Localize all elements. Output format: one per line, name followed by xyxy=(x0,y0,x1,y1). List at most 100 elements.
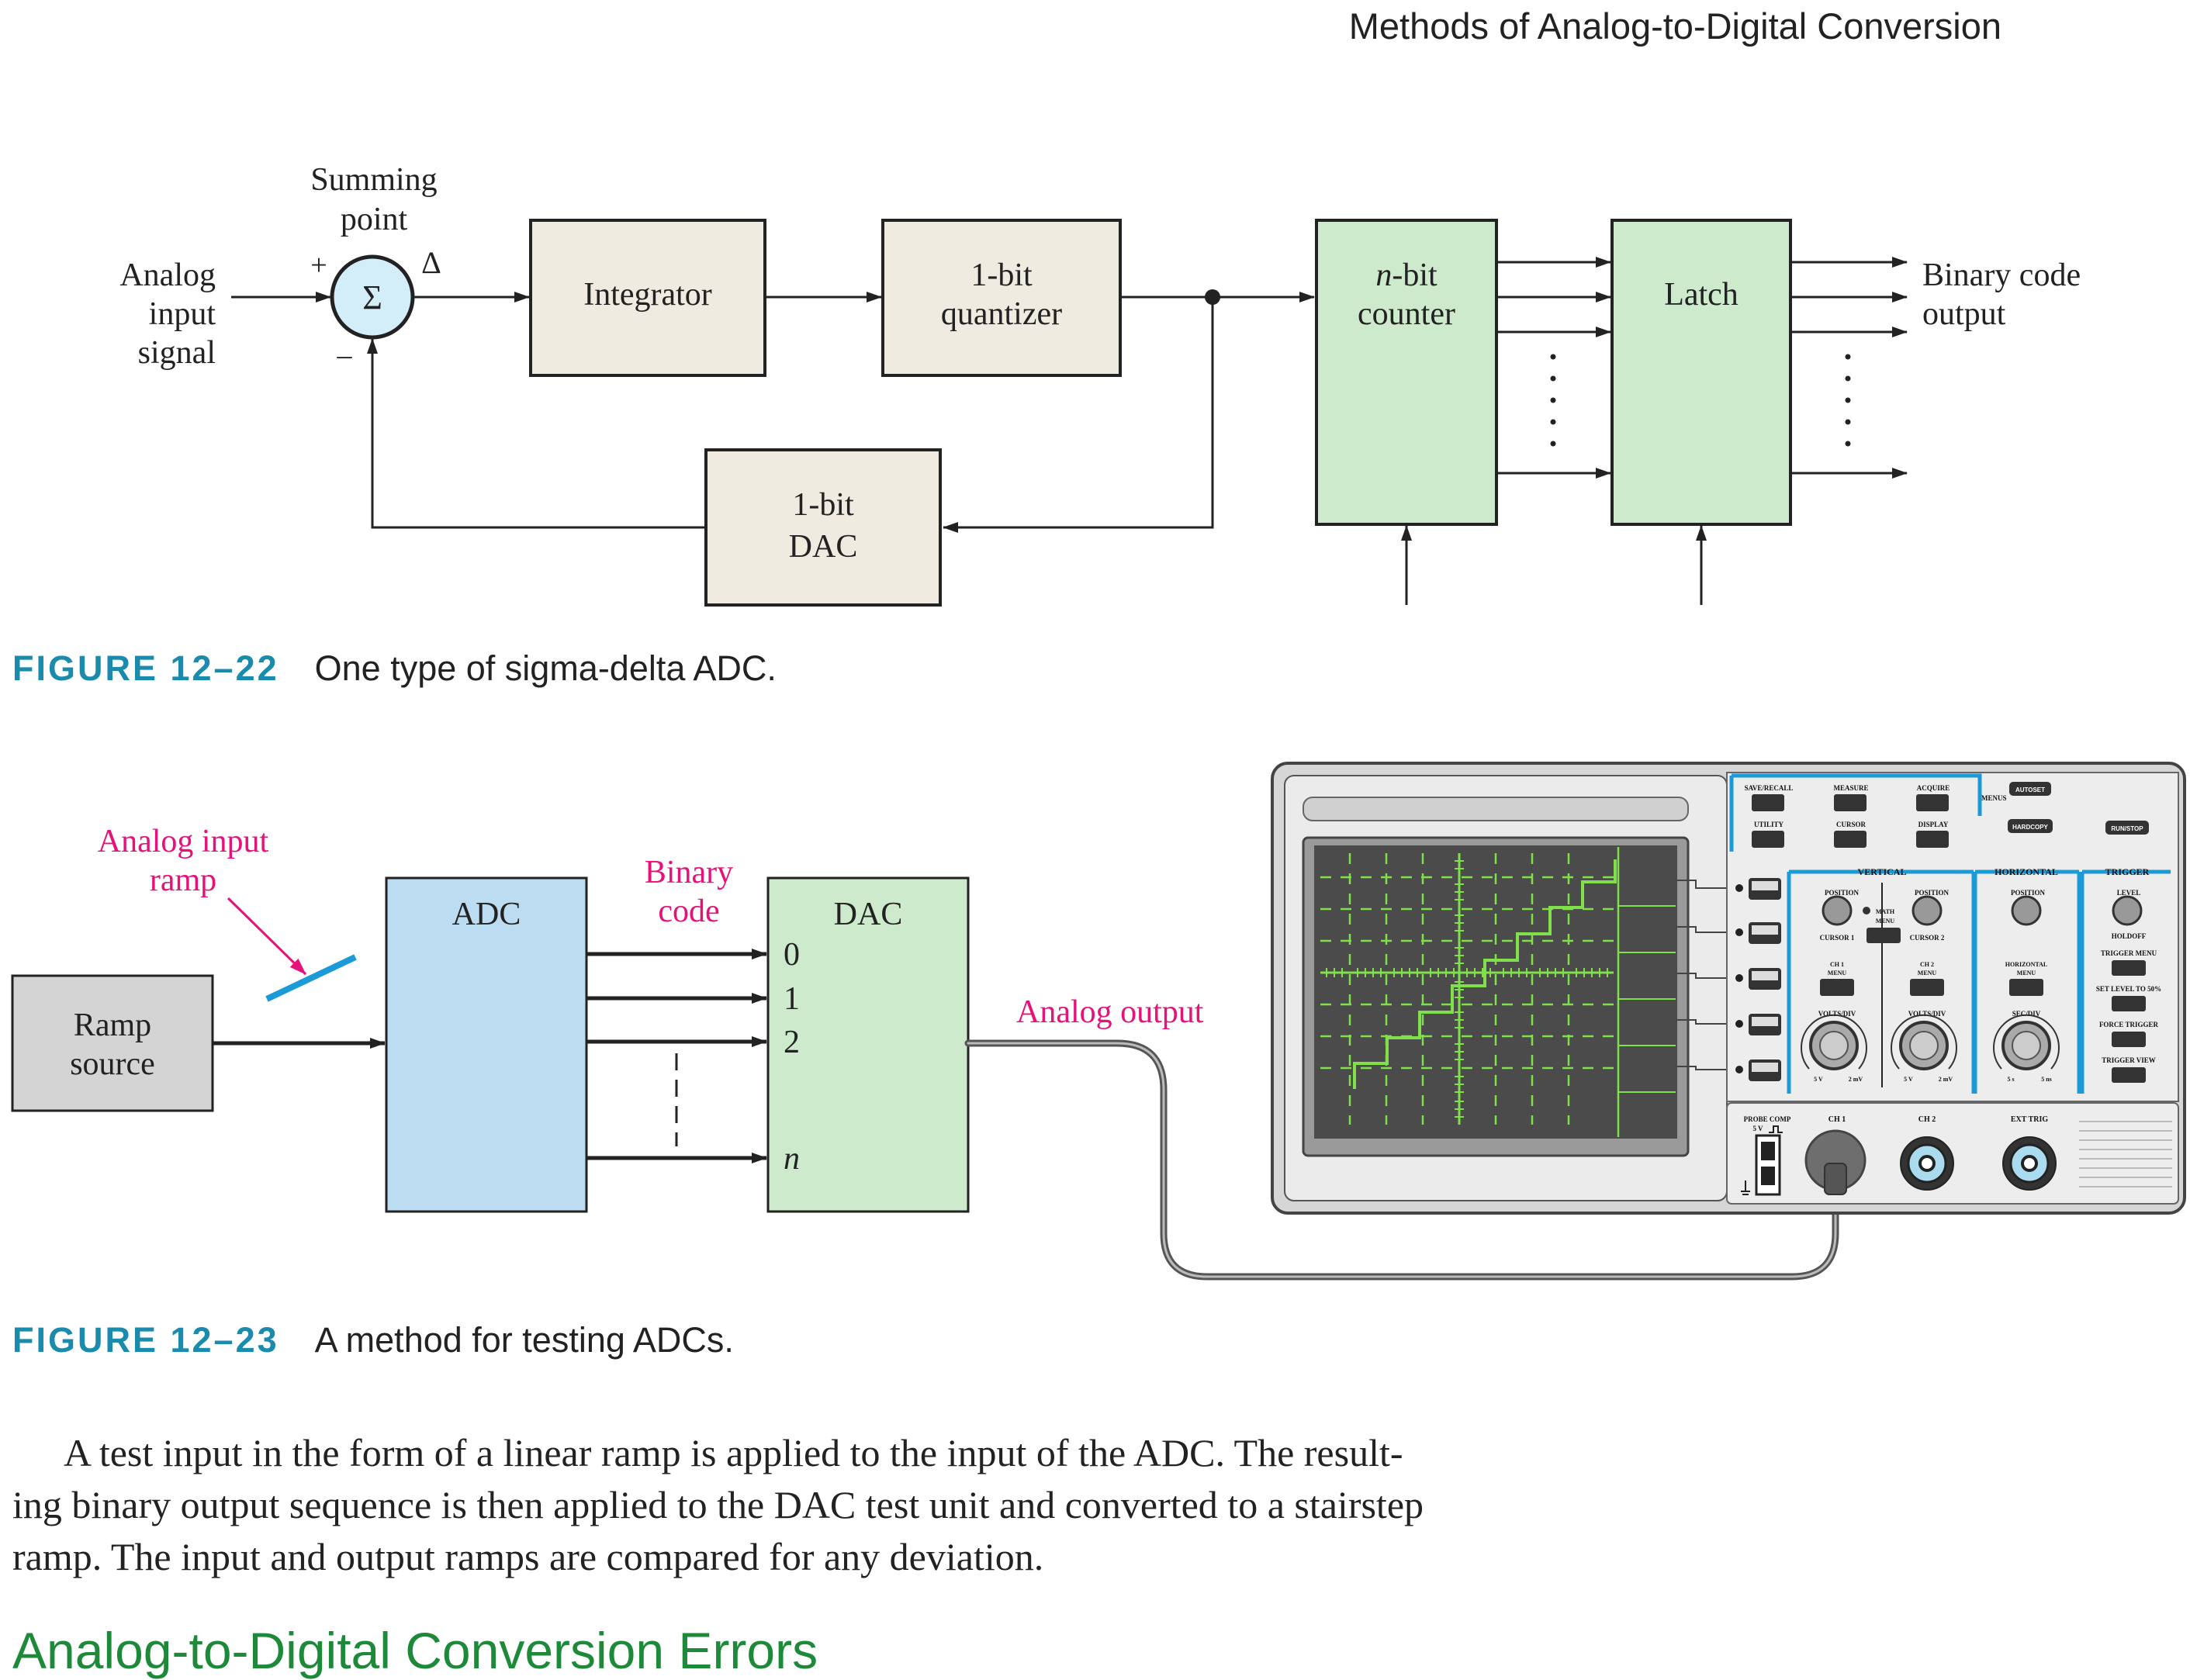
ext-trig-label: EXT TRIG xyxy=(2011,1115,2048,1124)
side-button-2[interactable] xyxy=(1735,922,1781,944)
math-label-2: MENU xyxy=(1876,918,1895,925)
acquire-button[interactable] xyxy=(1916,794,1949,811)
adc-label: ADC xyxy=(452,897,521,932)
trigger-view-label: TRIGGER VIEW xyxy=(2102,1056,2156,1064)
analog-input-ramp-label-2: ramp xyxy=(150,862,216,898)
horizontal-outline xyxy=(1973,869,2081,1094)
menus-label: MENUS xyxy=(1981,794,2007,802)
figure-12-23-caption-text: A method for testing ADCs. xyxy=(314,1320,734,1360)
feedback-line-right xyxy=(943,297,1214,533)
binary-output-label-1: Binary code xyxy=(1922,258,2081,293)
side-button-4[interactable] xyxy=(1735,1014,1781,1035)
cursor-label: CURSOR xyxy=(1836,821,1867,828)
vent-grille xyxy=(2079,1121,2172,1187)
set-level-button[interactable] xyxy=(2112,996,2146,1011)
probe-comp-label-1: PROBE COMP xyxy=(1744,1115,1791,1123)
horiz-menu-button[interactable] xyxy=(2009,979,2043,996)
set-level-label: SET LEVEL TO 50% xyxy=(2096,985,2161,993)
ch2-volts-div-label: VOLTS/DIV xyxy=(1908,1010,1946,1018)
sec-div-knob-center xyxy=(2012,1031,2041,1060)
utility-button[interactable] xyxy=(1752,831,1784,848)
display-button[interactable] xyxy=(1916,831,1949,848)
delta-symbol: Δ xyxy=(421,245,441,280)
ch1-menu-button[interactable] xyxy=(1820,979,1854,996)
math-menu-button[interactable] xyxy=(1867,928,1901,943)
math-label-1: MATH xyxy=(1876,908,1895,915)
autoset-label: AUTOSET xyxy=(2015,786,2045,793)
trigger-level-knob[interactable] xyxy=(2112,895,2143,926)
dac-block xyxy=(766,876,970,1213)
dac-input-n: n xyxy=(784,1141,800,1177)
body-line-2: ing binary output sequence is then appli… xyxy=(12,1483,1424,1526)
ch1-position-knob[interactable] xyxy=(1822,895,1853,926)
probe-comp-terminal-bottom xyxy=(1761,1167,1775,1185)
hardcopy-button[interactable] xyxy=(2008,819,2053,833)
side-button-leaders xyxy=(1677,880,1730,1070)
feedback-line-left xyxy=(367,338,706,529)
ch1-knob-arc xyxy=(1801,1014,1867,1070)
counter-bit: -bit xyxy=(1392,258,1438,293)
hardcopy-label: HARDCOPY xyxy=(2012,824,2048,831)
oscilloscope: SAVE/RECALL MEASURE ACQUIRE UTILITY CURS… xyxy=(1271,762,2186,1215)
body-paragraph: A test input in the form of a linear ram… xyxy=(12,1427,1564,1583)
ch2-knob-arc xyxy=(1891,1014,1957,1070)
autoset-button[interactable] xyxy=(2009,782,2051,796)
measure-label: MEASURE xyxy=(1833,784,1868,792)
cursor2-label: CURSOR 2 xyxy=(1910,934,1945,942)
cursor-button[interactable] xyxy=(1834,831,1867,848)
sec-div-label: SEC/DIV xyxy=(2012,1010,2041,1018)
side-button-1[interactable] xyxy=(1735,878,1781,900)
run-stop-button[interactable] xyxy=(2105,821,2149,835)
integrator-label: Integrator xyxy=(583,277,712,313)
analog-input-label-3: signal xyxy=(138,335,216,371)
acquire-label: ACQUIRE xyxy=(1917,784,1950,792)
trigger-header: TRIGGER xyxy=(2105,866,2150,877)
bus-ellipsis xyxy=(1550,354,1556,447)
ch2-menu-label-1: CH 2 xyxy=(1920,961,1934,968)
ch2-menu-button[interactable] xyxy=(1910,979,1944,996)
ramp-source-label-1: Ramp xyxy=(74,1008,151,1043)
sigma-symbol: Σ xyxy=(362,278,382,316)
holdoff-label: HOLDOFF xyxy=(2112,932,2147,940)
force-trigger-button[interactable] xyxy=(2112,1032,2146,1047)
ramp-pointer-arrow xyxy=(227,897,307,976)
ch1-volts-div-knob-center xyxy=(1819,1031,1849,1060)
horiz-position-knob[interactable] xyxy=(2011,895,2042,926)
ch1-input-label: CH 1 xyxy=(1828,1115,1846,1124)
dac-input-2: 2 xyxy=(784,1025,800,1060)
square-wave-icon xyxy=(1769,1125,1783,1133)
side-option-buttons xyxy=(1735,878,1781,1081)
ch2-input-label: CH 2 xyxy=(1918,1115,1936,1124)
ch2-position-knob[interactable] xyxy=(1911,895,1943,926)
figure-12-22-caption-text: One type of sigma-delta ADC. xyxy=(314,648,777,688)
scope-connector-panel xyxy=(1726,1102,2179,1205)
run-stop-label: RUN/STOP xyxy=(2111,825,2143,832)
ramp-source-block xyxy=(11,974,214,1112)
ramp-source-label-2: source xyxy=(70,1046,155,1082)
counter-n: n xyxy=(1375,258,1392,293)
screen-menu-lines xyxy=(1618,905,1676,1093)
binary-code-label-1: Binary xyxy=(645,855,733,890)
side-button-3[interactable] xyxy=(1735,968,1781,990)
minus-sign: – xyxy=(337,339,353,372)
measure-button[interactable] xyxy=(1834,794,1867,811)
probe-comp-label-2: 5 V xyxy=(1752,1125,1763,1132)
scope-graticule xyxy=(1320,853,1614,1125)
trigger-menu-button[interactable] xyxy=(2112,960,2146,976)
latch-label: Latch xyxy=(1664,277,1739,313)
figure-12-22-number: FIGURE 12–22 xyxy=(12,648,279,688)
save-recall-button[interactable] xyxy=(1752,794,1784,811)
scope-top-bar xyxy=(1303,797,1689,821)
trigger-view-button[interactable] xyxy=(2112,1067,2146,1083)
body-line-1: A test input in the form of a linear ram… xyxy=(64,1431,1403,1474)
menus-outline xyxy=(1729,773,1982,852)
dac-input-0: 0 xyxy=(784,937,800,973)
side-button-5[interactable] xyxy=(1735,1060,1781,1081)
counter-label-1: n-bit xyxy=(1375,258,1438,293)
quantizer-label-1: 1-bit xyxy=(970,258,1033,293)
dac-label: DAC xyxy=(834,897,903,932)
analog-output-label: Analog output xyxy=(1016,994,1204,1030)
utility-label: UTILITY xyxy=(1754,821,1784,828)
running-head: Methods of Analog-to-Digital Conversion xyxy=(1348,5,2001,47)
